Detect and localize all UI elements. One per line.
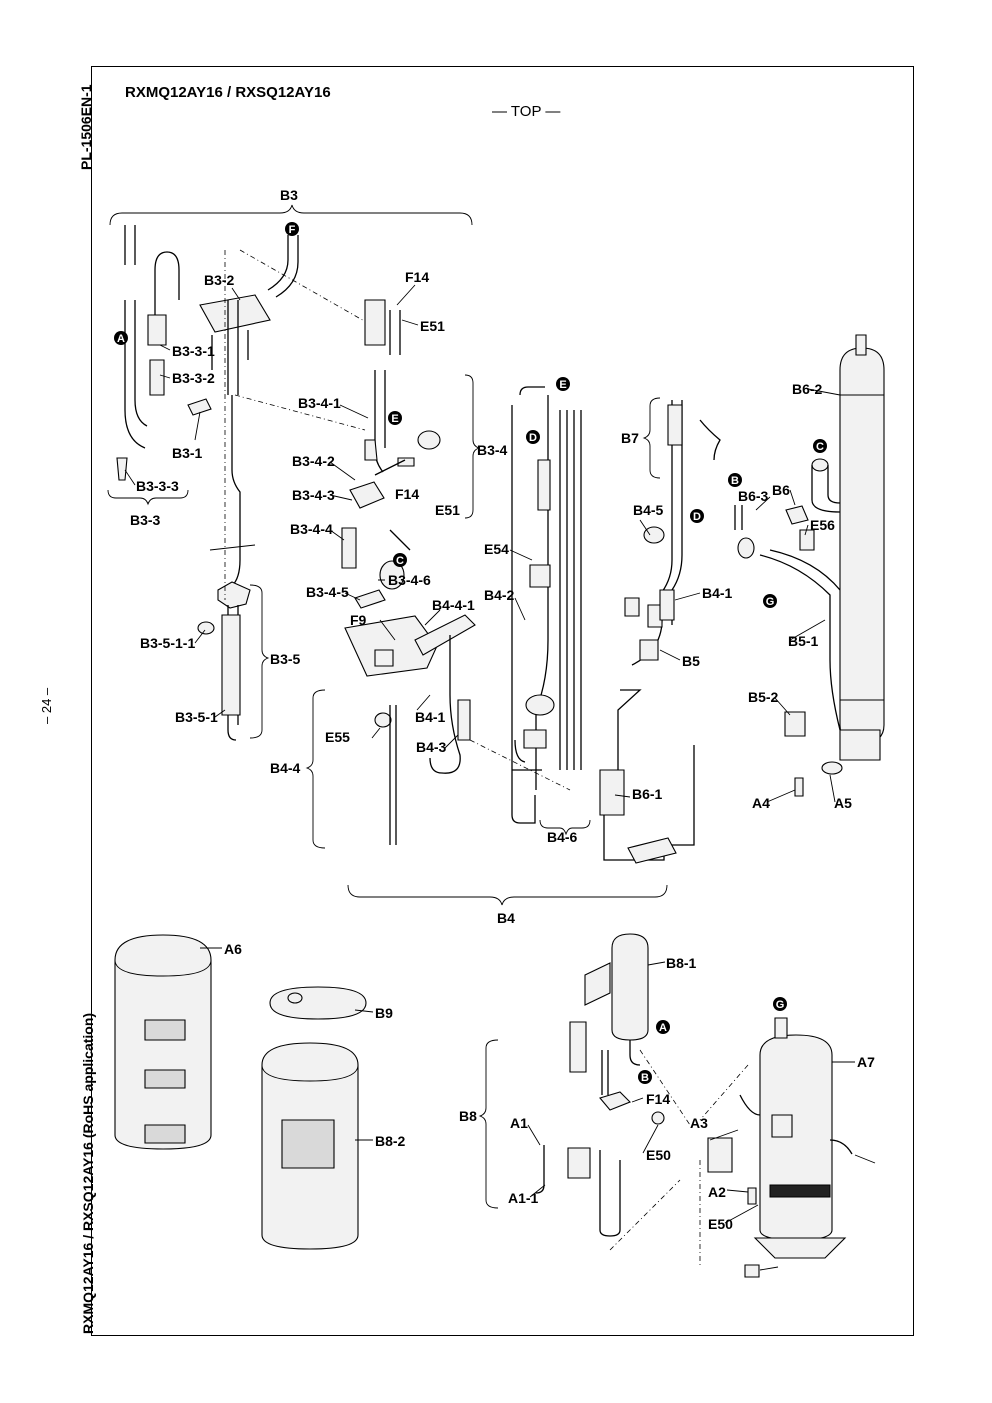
marker-e-1: E	[388, 411, 402, 425]
part-label: E56	[810, 517, 835, 533]
svg-text:G: G	[766, 596, 775, 608]
svg-text:B: B	[731, 475, 739, 487]
part-label: F14	[405, 269, 429, 285]
part-label: B5-1	[788, 633, 819, 649]
svg-text:D: D	[693, 511, 701, 523]
part-label: E55	[325, 729, 350, 745]
svg-text:B: B	[641, 1072, 649, 1084]
part-label: F14	[646, 1091, 670, 1107]
marker-g-1: G	[763, 594, 777, 608]
part-label: B5	[682, 653, 700, 669]
part-label: B6-3	[738, 488, 769, 504]
part-label: B3-2	[204, 272, 235, 288]
part-label: B3-3-2	[172, 370, 215, 386]
group-label-b3-3: B3-3	[130, 512, 161, 528]
part-label: B4-5	[633, 502, 664, 518]
marker-c-2: C	[813, 439, 827, 453]
svg-text:D: D	[529, 432, 537, 444]
group-label-b4-6: B4-6	[547, 829, 578, 845]
group-label-b8: B8	[459, 1108, 477, 1124]
part-label: B8-1	[666, 955, 697, 971]
marker-f: F	[285, 222, 299, 236]
part-label: A5	[834, 795, 852, 811]
diagram-title: RXMQ12AY16 / RXSQ12AY16	[125, 84, 331, 101]
part-label: B5-2	[748, 689, 779, 705]
marker-b-1: B	[728, 473, 742, 487]
svg-text:A: A	[659, 1022, 667, 1034]
svg-text:C: C	[816, 441, 824, 453]
part-label: B4-4-1	[432, 597, 475, 613]
part-label: A4	[752, 795, 770, 811]
part-label: B6-1	[632, 786, 663, 802]
part-label: B3-3-3	[136, 478, 179, 494]
group-label-b4-4: B4-4	[270, 760, 301, 776]
part-label: B3-4-5	[306, 584, 349, 600]
marker-b-2: B	[638, 1070, 652, 1084]
part-label: B3-1	[172, 445, 203, 461]
orientation-label: — TOP —	[492, 103, 561, 120]
marker-e-2: E	[556, 377, 570, 391]
part-label: F9	[350, 612, 367, 628]
part-label: B4-1	[702, 585, 733, 601]
part-label: E54	[484, 541, 509, 557]
part-label: E51	[420, 318, 445, 334]
part-label: B9	[375, 1005, 393, 1021]
part-label: A3	[690, 1115, 708, 1131]
group-label-b4: B4	[497, 910, 515, 926]
part-label: A2	[708, 1184, 726, 1200]
part-label: A6	[224, 941, 242, 957]
part-label: B3-5-1	[175, 709, 218, 725]
svg-text:F: F	[289, 224, 296, 236]
part-label: B3-4-2	[292, 453, 335, 469]
part-label: A1	[510, 1115, 528, 1131]
marker-g-2: G	[773, 997, 787, 1011]
part-label: B3-4-4	[290, 521, 333, 537]
part-label: B8-2	[375, 1133, 406, 1149]
part-label: B3-4-6	[388, 572, 431, 588]
marker-d-2: D	[690, 509, 704, 523]
part-label: E51	[435, 502, 460, 518]
group-label-b3: B3	[280, 187, 298, 203]
part-label: B3-5-1-1	[140, 635, 195, 651]
marker-a: A	[114, 331, 128, 345]
group-label-b3-5: B3-5	[270, 651, 301, 667]
svg-text:C: C	[396, 555, 404, 567]
part-label: B6-2	[792, 381, 823, 397]
svg-text:E: E	[391, 413, 398, 425]
part-label: B6	[772, 482, 790, 498]
marker-d-1: D	[526, 430, 540, 444]
part-label: B3-4-1	[298, 395, 341, 411]
marker-a-2: A	[656, 1020, 670, 1034]
svg-text:E: E	[559, 379, 566, 391]
group-label-b3-4: B3-4	[477, 442, 508, 458]
part-label: B4-3	[416, 739, 447, 755]
part-label: F14	[395, 486, 419, 502]
part-label: E50	[708, 1216, 733, 1232]
part-label: A1-1	[508, 1190, 539, 1206]
page-frame	[91, 66, 914, 1336]
svg-text:G: G	[776, 999, 785, 1011]
part-label: B3-3-1	[172, 343, 215, 359]
part-label: B3-4-3	[292, 487, 335, 503]
marker-c-1: C	[393, 553, 407, 567]
group-label-b7: B7	[621, 430, 639, 446]
part-label: B4-1	[415, 709, 446, 725]
part-label: A7	[857, 1054, 875, 1070]
svg-text:A: A	[117, 333, 125, 345]
part-label: B4-2	[484, 587, 515, 603]
part-label: E50	[646, 1147, 671, 1163]
